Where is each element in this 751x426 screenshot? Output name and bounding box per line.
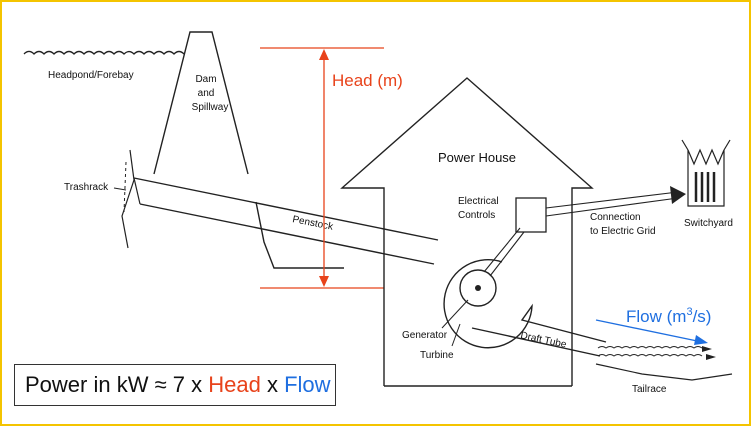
power-formula-box: Power in kW ≈ 7 x Head x Flow [14,364,336,406]
power-house-outline [340,77,594,386]
generator-pointer [441,299,469,329]
head-arrow-down [319,276,329,287]
power-house-label: Power House [438,150,516,165]
headpond-label: Headpond/Forebay [48,70,134,81]
draft-tube-lower [471,327,601,357]
connection-label: Connection [590,212,641,223]
electrical-controls-box [515,197,547,233]
trashrack-label: Trashrack [64,182,109,193]
generator-shaft [475,285,481,291]
headpond-water-surface [23,50,185,55]
tailrace-arrow-heads [702,346,716,360]
penstock-mouth [133,177,141,205]
grid-arrow-head [670,186,686,204]
switchyard-icon [681,139,731,207]
switchyard-label: Switchyard [684,218,733,229]
electrical-label: Electrical [458,196,499,207]
dam-label: Dam [195,74,216,85]
trashrack-pointer [113,187,127,191]
generator-to-controls-cable [483,227,525,277]
formula-prefix: Power in kW ≈ 7 x [25,372,209,397]
dam-and-label: and [198,88,215,99]
turbine-pointer [451,323,461,347]
grid-connection-line [545,191,679,217]
spillway-label: Spillway [192,102,229,113]
trashrack-bars [123,161,127,213]
draft-tube-label: Draft Tube [519,330,567,351]
turbine-label: Turbine [420,350,454,361]
penstock-pipe [133,177,439,265]
flow-arrow-head [694,335,708,345]
to-grid-label: to Electric Grid [590,226,656,237]
flow-label: Flow (m3/s) [626,306,711,326]
ground-left [121,149,135,249]
formula-head: Head [208,372,261,397]
head-label: Head (m) [332,71,403,90]
controls-label: Controls [458,210,495,221]
tailrace-label: Tailrace [632,384,667,395]
tailrace-bank [595,363,733,381]
turbine-casing [443,259,607,349]
generator-label: Generator [402,330,448,341]
formula-mid: x [260,372,285,397]
tailrace-water [597,346,703,357]
formula-flow: Flow [284,372,331,397]
dam-outline [153,31,344,269]
head-arrow-up [319,49,329,60]
flow-arrow-shaft [595,319,703,343]
